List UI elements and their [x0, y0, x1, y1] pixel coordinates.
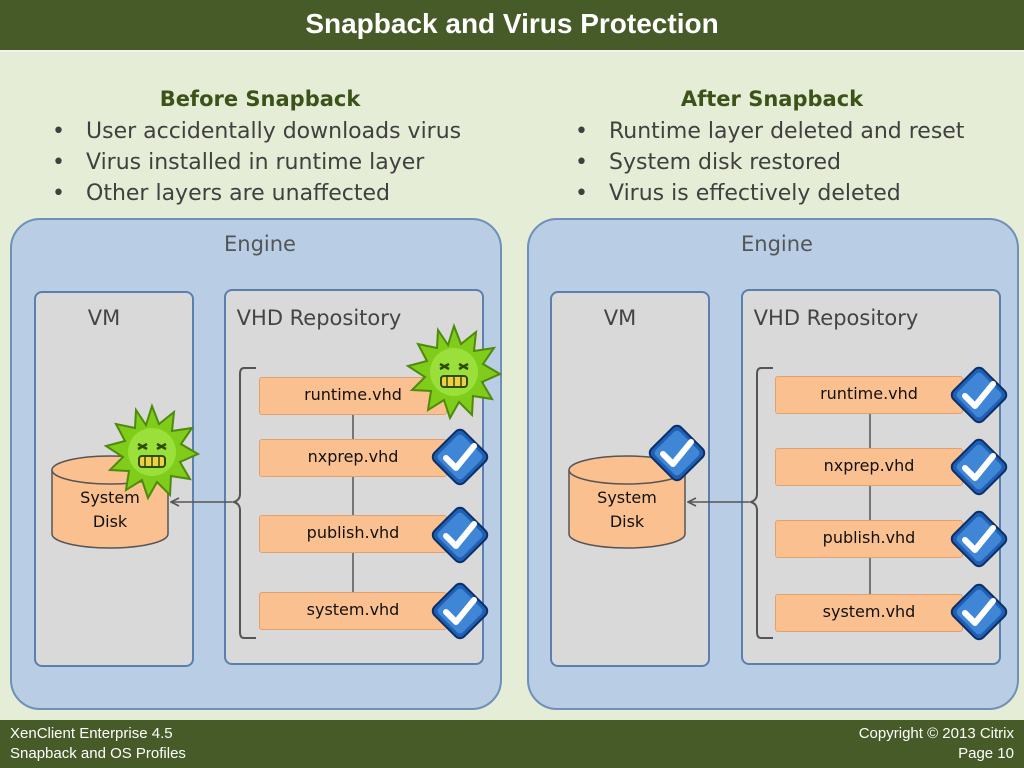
- after-heading: After Snapback: [680, 87, 864, 111]
- check-icon: [431, 582, 489, 640]
- disk-text: System: [80, 488, 140, 507]
- engine-label: Engine: [741, 232, 813, 256]
- system-disk-cylinder: [568, 455, 686, 549]
- before-bullets: User accidentally downloads virus Virus …: [52, 116, 461, 209]
- system-disk-label: System Disk: [569, 486, 685, 534]
- system-disk-label: System Disk: [52, 486, 168, 534]
- vhd-publish: publish.vhd: [775, 520, 963, 558]
- vhd-runtime: runtime.vhd: [775, 376, 963, 414]
- disk-text: Disk: [609, 512, 645, 531]
- bullet: System disk restored: [575, 147, 964, 178]
- bullet: Other layers are unaffected: [52, 178, 461, 209]
- vhd-nxprep: nxprep.vhd: [775, 448, 963, 486]
- check-icon: [648, 424, 706, 482]
- vhd-nxprep: nxprep.vhd: [259, 439, 447, 477]
- bullet: Virus is effectively deleted: [575, 178, 964, 209]
- disk-text: System: [597, 488, 657, 507]
- vhd-publish: publish.vhd: [259, 515, 447, 553]
- slide-title: Snapback and Virus Protection: [305, 8, 719, 39]
- vm-label: VM: [603, 306, 637, 330]
- footer-page: Page 10: [958, 745, 1014, 762]
- bullet: User accidentally downloads virus: [52, 116, 461, 147]
- vhd-runtime: runtime.vhd: [259, 377, 447, 415]
- check-icon: [431, 506, 489, 564]
- check-icon: [431, 428, 489, 486]
- title-bar: Snapback and Virus Protection: [0, 0, 1024, 52]
- repo-label: VHD Repository: [753, 306, 919, 330]
- engine-label: Engine: [224, 232, 296, 256]
- repo-label: VHD Repository: [236, 306, 402, 330]
- bullet: Virus installed in runtime layer: [52, 147, 461, 178]
- vhd-system: system.vhd: [259, 592, 447, 630]
- footer: XenClient Enterprise 4.5 Snapback and OS…: [0, 720, 1024, 768]
- after-bullets: Runtime layer deleted and reset System d…: [575, 116, 964, 209]
- check-icon: [950, 583, 1008, 641]
- check-icon: [950, 366, 1008, 424]
- vm-label: VM: [87, 306, 121, 330]
- virus-icon: [103, 402, 201, 501]
- footer-product: XenClient Enterprise 4.5: [10, 725, 173, 742]
- check-icon: [950, 510, 1008, 568]
- disk-text: Disk: [92, 512, 128, 531]
- footer-subtitle: Snapback and OS Profiles: [10, 745, 186, 762]
- bullet: Runtime layer deleted and reset: [575, 116, 964, 147]
- virus-icon: [405, 322, 503, 421]
- before-heading: Before Snapback: [159, 87, 361, 111]
- footer-copyright: Copyright © 2013 Citrix: [858, 725, 1014, 742]
- check-icon: [950, 438, 1008, 496]
- vhd-system: system.vhd: [775, 594, 963, 632]
